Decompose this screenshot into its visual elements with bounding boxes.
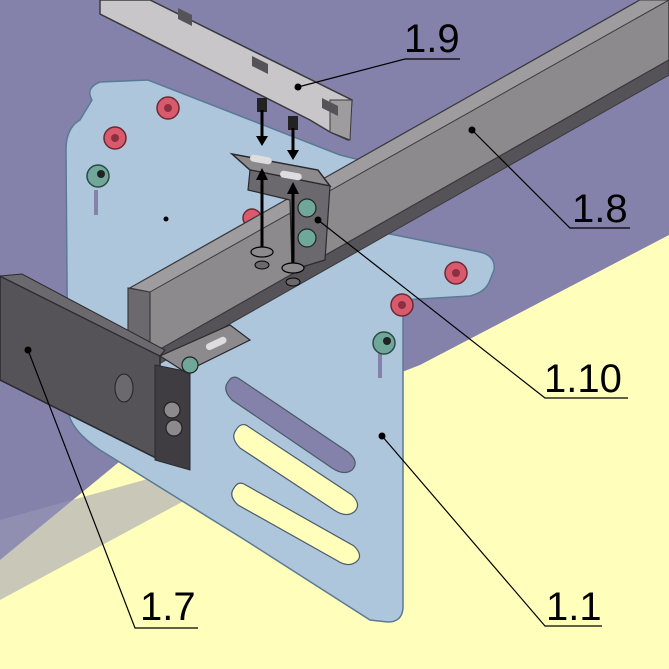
callout-label-1-10: 1.10 (544, 357, 622, 401)
connector-slot (280, 170, 302, 181)
leader-line-1-10 (317, 219, 628, 399)
bolt-head-icon (165, 419, 183, 437)
callout-label-1-9: 1.9 (404, 17, 460, 61)
leader-line-1-8 (471, 129, 630, 229)
down-arrow-icon (256, 98, 268, 146)
connector-slot (250, 154, 272, 165)
down-arrow-icon (287, 116, 299, 160)
mounting-plate (65, 79, 495, 623)
plate-slot (233, 423, 359, 516)
up-arrow-icon (281, 182, 305, 287)
leader-line-1-9 (297, 58, 460, 88)
rail-notch (178, 8, 192, 26)
green-nut-icon (86, 164, 110, 188)
top-clip-rail (99, 0, 353, 142)
green-nut-icon (297, 198, 317, 218)
rail-notch (252, 56, 268, 74)
callout-label-1-1: 1.1 (546, 585, 602, 629)
leader-line-1-1 (381, 435, 602, 627)
leader-dots (24, 83, 476, 440)
leader-line-1-7 (27, 349, 198, 629)
callout-label-1-8: 1.8 (572, 187, 628, 231)
callout-label-1-7: 1.7 (140, 585, 196, 629)
red-nut-icon (103, 126, 127, 150)
green-nut-icon (181, 356, 199, 374)
rail-notch (322, 98, 338, 116)
green-nut-icon (372, 331, 396, 355)
assembly-arrows (250, 98, 305, 287)
red-nut-icon (156, 96, 180, 120)
green-nut-icon (297, 228, 317, 248)
beam-hole (114, 373, 134, 403)
bolt-head-icon (163, 401, 181, 419)
plate-slot (225, 376, 356, 474)
leader-lines (27, 58, 630, 629)
connector-slot (205, 336, 227, 351)
red-nut-icon (444, 261, 468, 285)
lower-beam (0, 273, 252, 471)
red-nut-icon (390, 293, 414, 317)
plate-slot (231, 482, 361, 566)
up-arrow-icon (250, 168, 274, 270)
